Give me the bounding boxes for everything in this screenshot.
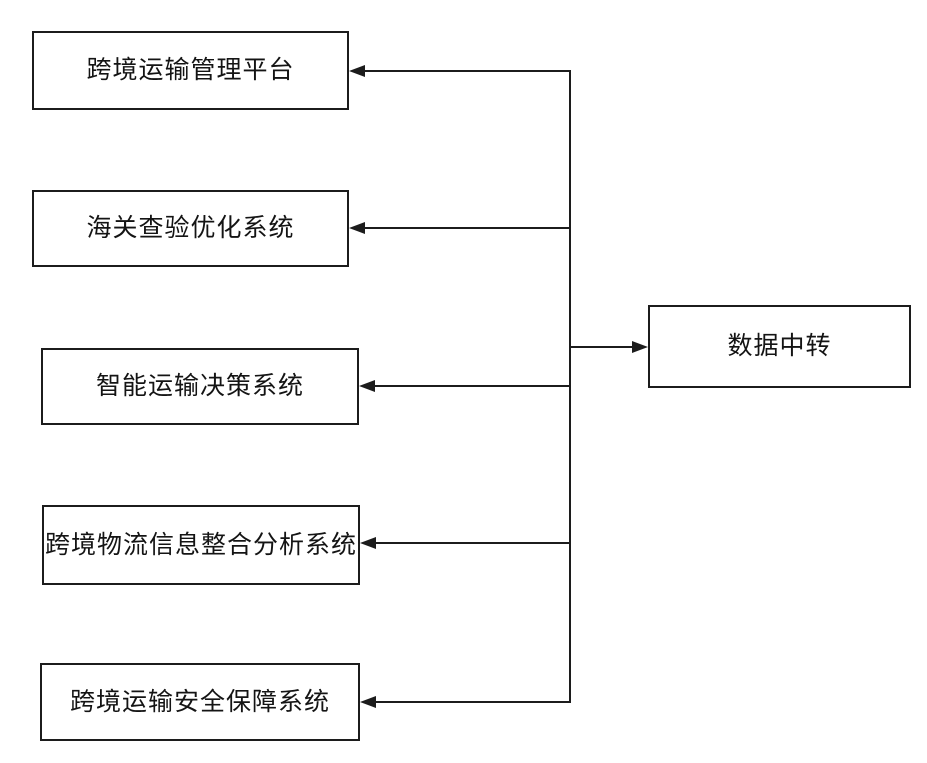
arrowhead-left-icon — [359, 380, 375, 392]
arrowhead-right-icon — [632, 341, 648, 353]
node-label: 数据中转 — [727, 333, 832, 360]
connector-to-decision — [373, 385, 570, 387]
node-label: 智能运输决策系统 — [95, 373, 304, 400]
node-label: 海关查验优化系统 — [86, 215, 295, 242]
node-logistics-analysis-system: 跨境物流信息整合分析系统 — [42, 505, 360, 585]
arrowhead-left-icon — [360, 696, 376, 708]
node-label: 跨境物流信息整合分析系统 — [44, 531, 357, 559]
connector-to-hub — [570, 346, 632, 348]
node-transport-security-system: 跨境运输安全保障系统 — [40, 663, 360, 741]
connector-to-customs — [363, 227, 570, 229]
connector-vertical-bus — [569, 70, 571, 703]
connector-to-platform — [363, 70, 570, 72]
node-label: 跨境运输安全保障系统 — [69, 688, 330, 716]
arrowhead-left-icon — [349, 65, 365, 77]
node-customs-inspection-system: 海关查验优化系统 — [32, 190, 349, 267]
node-intelligent-decision-system: 智能运输决策系统 — [41, 348, 359, 425]
arrowhead-left-icon — [349, 222, 365, 234]
node-transport-management-platform: 跨境运输管理平台 — [32, 31, 349, 110]
arrowhead-left-icon — [360, 537, 376, 549]
connector-to-logistics — [374, 542, 570, 544]
node-data-relay-hub: 数据中转 — [648, 305, 911, 388]
connector-to-security — [374, 701, 570, 703]
node-label: 跨境运输管理平台 — [86, 57, 295, 84]
